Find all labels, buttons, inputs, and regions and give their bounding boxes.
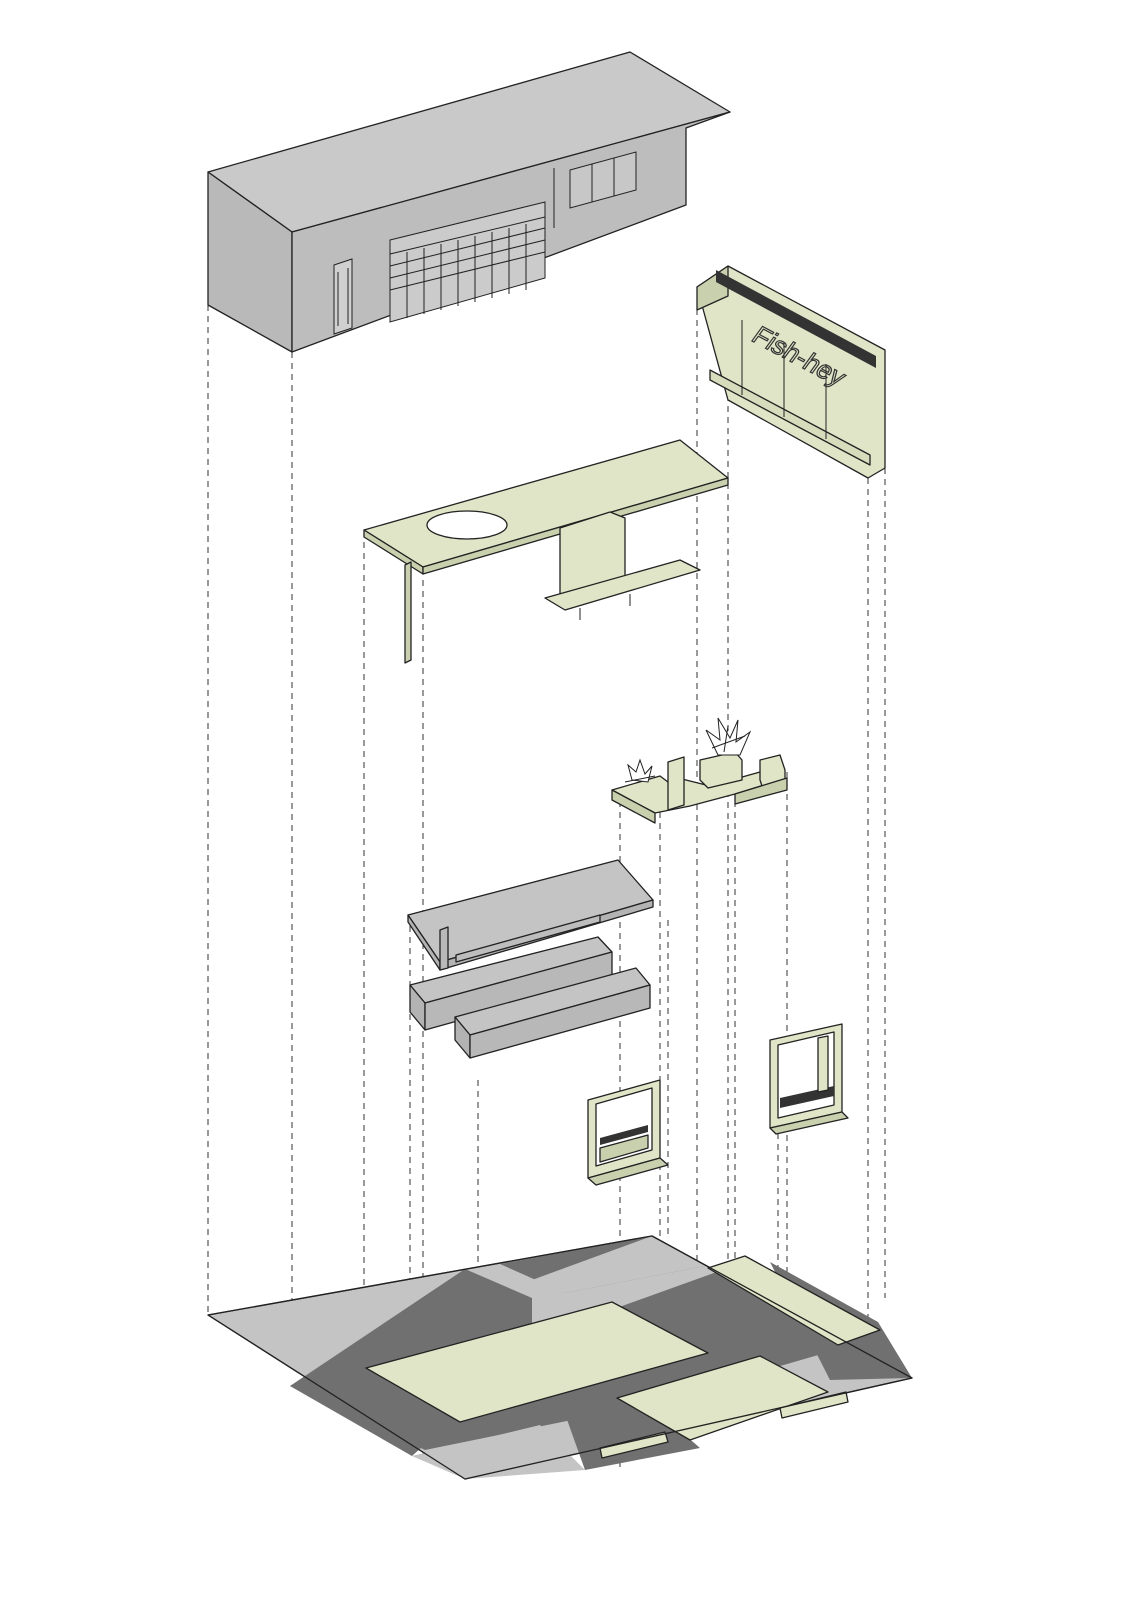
floor-plan xyxy=(207,1235,913,1480)
bench-front xyxy=(454,967,651,1059)
sink-opening xyxy=(426,510,508,540)
bench-back xyxy=(409,936,613,1031)
planter-bench xyxy=(611,717,788,824)
building-volume xyxy=(207,51,731,353)
plant-right-icon xyxy=(705,717,752,756)
counter-table xyxy=(363,439,729,664)
sign-wall-panel: Fish-hey xyxy=(696,265,886,479)
cabinet-right xyxy=(769,1023,849,1135)
cabinet-left xyxy=(587,1079,669,1186)
dining-table xyxy=(407,859,654,971)
plant-left-icon xyxy=(624,758,656,783)
